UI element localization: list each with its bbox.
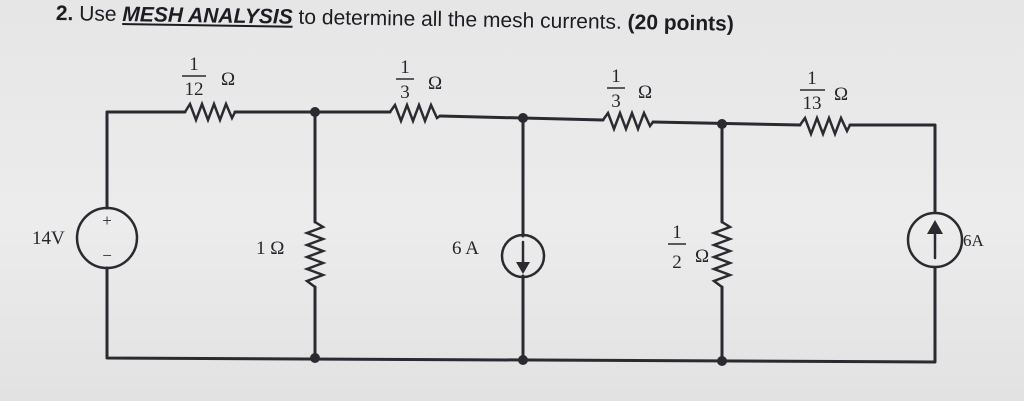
r2-denominator: 3 <box>400 82 410 103</box>
arrow-up-icon <box>927 220 943 234</box>
vsource-plus: + <box>102 211 112 230</box>
isource-up-value: 6A <box>963 231 985 250</box>
arrow-down-icon <box>516 262 530 274</box>
r1-numerator: 1 <box>189 54 199 75</box>
resistor-r6: 1 2 Ω <box>668 220 734 288</box>
r4-numerator: 1 <box>807 68 817 89</box>
r1-unit: Ω <box>221 69 235 90</box>
r6-numerator: 1 <box>672 222 682 243</box>
r5-value: 1 Ω <box>256 238 284 259</box>
r6-denominator: 2 <box>672 252 682 273</box>
junction-nodes <box>310 107 727 366</box>
vsource-value: 14V <box>32 228 65 249</box>
resistor-r2: 1 3 Ω <box>388 57 442 125</box>
isource-down-value: 6 A <box>452 238 479 259</box>
r1-denominator: 12 <box>185 79 204 100</box>
current-source-down: 6 A <box>452 233 546 279</box>
r4-denominator: 13 <box>803 93 822 114</box>
resistor-r5: 1 Ω <box>256 220 327 288</box>
current-source-up: 6A <box>906 211 985 269</box>
r3-unit: Ω <box>638 82 652 103</box>
r3-numerator: 1 <box>611 66 621 87</box>
r4-unit: Ω <box>834 84 848 105</box>
resistor-r1: 1 12 Ω <box>182 54 237 124</box>
vsource-minus: − <box>102 246 112 265</box>
r2-numerator: 1 <box>400 57 410 78</box>
voltage-source: + − 14V <box>32 206 139 270</box>
r2-unit: Ω <box>428 73 442 94</box>
r3-denominator: 3 <box>611 91 621 112</box>
circuit-wires <box>105 110 937 364</box>
resistor-r3: 1 3 Ω <box>601 66 654 133</box>
r6-unit: Ω <box>695 246 709 267</box>
resistor-r4: 1 13 Ω <box>798 68 852 138</box>
